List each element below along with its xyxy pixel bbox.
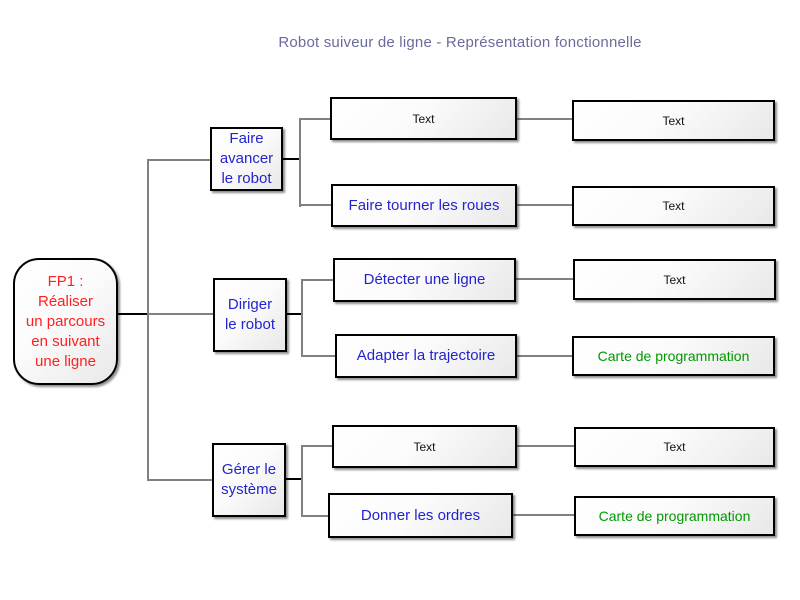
node-subfunction-donner-les-ordres: Donner les ordres xyxy=(328,493,513,538)
node-component-placeholder-3: Text xyxy=(573,259,776,300)
node-label: Text xyxy=(413,439,436,454)
node-function-diriger: Diriger le robot xyxy=(213,278,287,352)
node-subfunction-detecter-une-ligne: Détecter une ligne xyxy=(333,258,516,302)
connector-func2-branch-2 xyxy=(301,355,336,357)
connector-row1 xyxy=(517,118,572,120)
node-label: Donner les ordres xyxy=(360,506,481,524)
connector-row6 xyxy=(513,514,574,516)
connector-root-branch-3 xyxy=(147,479,213,481)
node-label: Gérer le système xyxy=(221,461,277,498)
node-component-placeholder-4: Text xyxy=(574,427,775,467)
connector-func3-trunk xyxy=(301,445,303,517)
node-label: Text xyxy=(662,199,685,213)
node-subfunction-placeholder-1: Text xyxy=(330,97,517,140)
connector-func1-branch-1 xyxy=(299,118,331,120)
connector-row2 xyxy=(517,204,572,206)
connector-row4 xyxy=(517,355,572,357)
node-label: Carte de programmation xyxy=(597,348,750,364)
node-subfunction-adapter-la-trajectoire: Adapter la trajectoire xyxy=(335,334,517,378)
node-root-label: FP1 : Réaliser un parcours en suivant un… xyxy=(25,272,106,370)
node-label: Text xyxy=(662,113,685,128)
connector-func3-branch-2 xyxy=(301,515,329,517)
connector-func2-branch-1 xyxy=(301,279,334,281)
node-label: Faire tourner les roues xyxy=(348,196,500,214)
node-label: Text xyxy=(412,111,435,126)
connector-root-trunk xyxy=(147,159,149,481)
connector-func3-stub xyxy=(286,478,303,480)
node-label: Text xyxy=(663,272,686,287)
node-subfunction-placeholder-2: Text xyxy=(332,425,517,468)
node-label: Faire avancer le robot xyxy=(219,130,274,187)
connector-func2-stub xyxy=(287,313,303,315)
node-function-faire-avancer: Faire avancer le robot xyxy=(210,127,283,191)
node-subfunction-faire-tourner-les-roues: Faire tourner les roues xyxy=(331,184,517,227)
node-component-carte-programmation-2: Carte de programmation xyxy=(574,496,775,536)
connector-root-branch-2 xyxy=(149,313,214,315)
connector-func3-branch-1 xyxy=(301,445,333,447)
connector-func1-stub xyxy=(283,158,301,160)
node-label: Détecter une ligne xyxy=(363,271,486,288)
node-root-fp1: FP1 : Réaliser un parcours en suivant un… xyxy=(13,258,118,385)
node-label: Diriger le robot xyxy=(224,296,276,333)
node-component-carte-programmation-1: Carte de programmation xyxy=(572,336,775,376)
connector-root-stub xyxy=(118,313,150,315)
node-label: Adapter la trajectoire xyxy=(356,347,496,364)
node-component-placeholder-2: Text xyxy=(572,186,775,226)
node-component-placeholder-1: Text xyxy=(572,100,775,141)
connector-func2-trunk xyxy=(301,279,303,357)
connector-row3 xyxy=(516,278,573,280)
node-label: Carte de programmation xyxy=(598,508,751,524)
connector-func1-trunk xyxy=(299,118,301,207)
connector-row5 xyxy=(517,445,574,447)
node-function-gerer: Gérer le système xyxy=(212,443,286,517)
connector-root-branch-1 xyxy=(147,159,211,161)
diagram-title: Robot suiveur de ligne - Représentation … xyxy=(278,34,642,51)
connector-func1-branch-2 xyxy=(299,204,332,206)
node-label: Text xyxy=(663,440,686,454)
